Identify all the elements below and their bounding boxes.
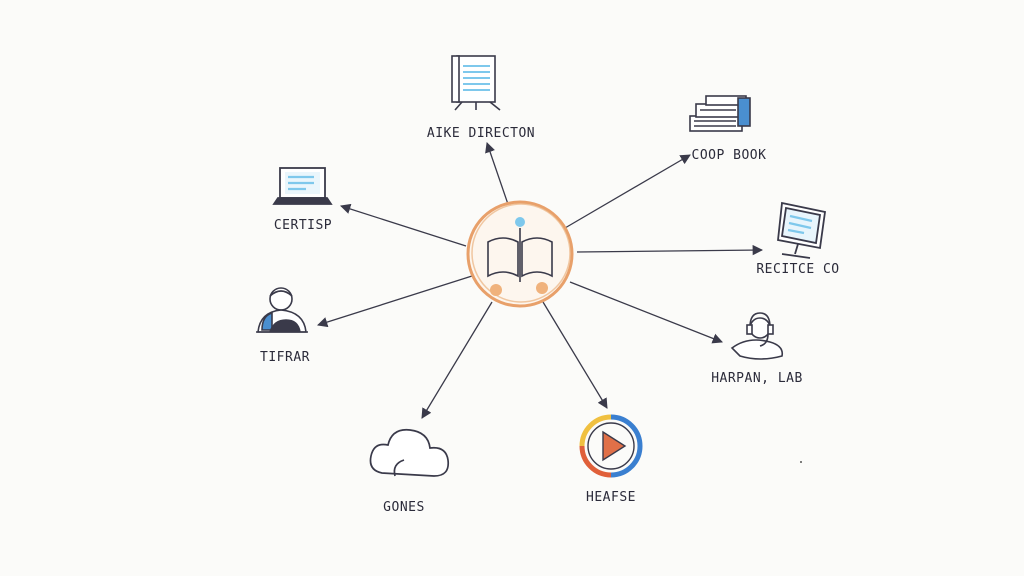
arrow-to-harpan — [569, 281, 723, 344]
node-label-heafse: HEAFSE — [586, 490, 636, 505]
cloud-icon — [369, 428, 450, 477]
hub-circle-inner-stroke — [471, 203, 571, 303]
book-stack-icon — [689, 95, 751, 132]
headset-icon — [730, 312, 784, 360]
hub-dot-top — [515, 217, 525, 227]
arrow-to-certisp — [340, 203, 467, 247]
node-label-tifrar: TIFRAR — [260, 350, 310, 365]
person-icon — [256, 287, 308, 333]
arrow-to-coop — [564, 154, 691, 229]
arrow-to-gones — [421, 301, 493, 419]
monitor-icon — [777, 201, 827, 259]
node-label-certisp: CERTISP — [273, 218, 333, 233]
hub-dot-left — [490, 284, 502, 296]
arrow-to-tifrar — [317, 275, 473, 328]
node-label-recitce: RECITCE CO — [756, 262, 840, 277]
speck — [800, 461, 802, 463]
connectors — [317, 142, 764, 419]
hub-node — [466, 200, 574, 308]
laptop-icon — [272, 167, 333, 205]
play-button-icon — [579, 414, 643, 478]
node-label-gones: GONES — [383, 500, 425, 515]
node-label-direction: AIKE DIRECTON — [426, 126, 536, 141]
open-book-icon — [487, 228, 553, 282]
arrow-to-recitce — [576, 244, 764, 256]
document-stand-icon — [451, 55, 501, 111]
arrow-to-heafse — [542, 301, 608, 409]
hub-dot-right — [536, 282, 548, 294]
node-label-coop: COOP BOOK — [691, 148, 767, 163]
arrow-to-direction — [485, 142, 511, 211]
node-label-harpan: HARPAN, LAB — [711, 371, 803, 386]
